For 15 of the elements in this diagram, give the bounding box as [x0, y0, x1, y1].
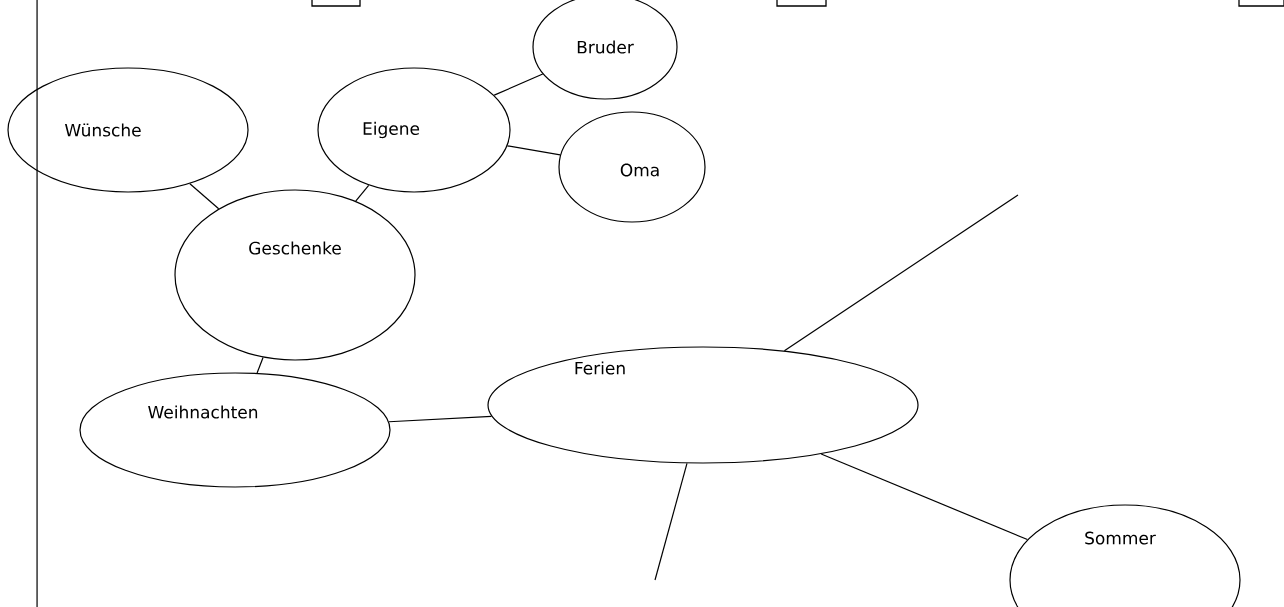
connector-line: [355, 184, 370, 202]
connector-line: [783, 194, 1019, 352]
ellipse-node: Eigene: [317, 67, 511, 193]
ellipse-node: Ferien: [487, 346, 919, 464]
ellipse-node: Weihnachten: [79, 372, 391, 488]
connector-line: [654, 462, 688, 581]
connector-line: [820, 453, 1028, 541]
connector-line: [189, 183, 220, 210]
ellipse-node: Geschenke: [174, 189, 416, 361]
connector-line: [506, 145, 561, 156]
connector-line: [256, 356, 264, 374]
connector-line: [388, 415, 493, 423]
ellipse-node: Oma: [558, 111, 706, 223]
ellipse-node: Wünsche: [7, 67, 249, 193]
connector-line: [493, 73, 544, 96]
